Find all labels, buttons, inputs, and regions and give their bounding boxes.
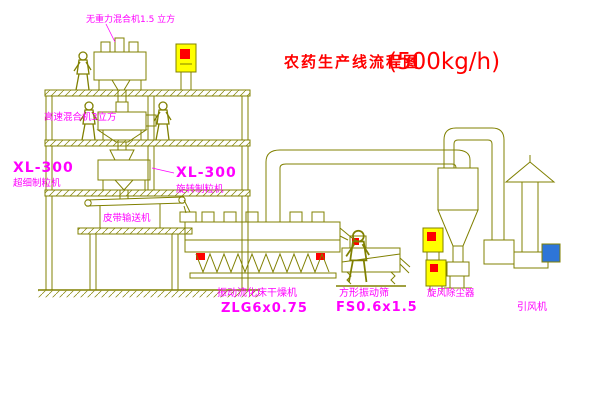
label-granulator-left-model: XL-300 xyxy=(13,160,74,176)
label-fan-name: 引风机 xyxy=(517,300,547,313)
fluid-bed-dryer xyxy=(179,211,353,279)
dryer-springs xyxy=(195,252,330,274)
leader-lines xyxy=(105,23,175,174)
worker-icon xyxy=(153,101,172,141)
cabinet-indicator xyxy=(430,264,438,272)
floor-beam-top xyxy=(44,89,251,97)
label-belt-conveyor: 皮带输送机 xyxy=(103,212,151,224)
mezzanine-beam xyxy=(77,227,193,235)
vibrating-sieve xyxy=(336,235,411,287)
label-high-speed-mixer: 高速混合机3立方 xyxy=(44,111,117,123)
floor-beam-low xyxy=(44,189,251,197)
exhaust-duct xyxy=(265,149,471,222)
control-cabinet-2 xyxy=(422,227,444,260)
high-speed-mixer xyxy=(96,101,157,150)
cyclone-outlet-duct xyxy=(443,127,505,240)
fan-motor xyxy=(541,243,561,263)
label-granulator-left-name: 超细制粒机 xyxy=(13,177,61,189)
cabinet-body xyxy=(425,259,447,287)
cabinet-indicator xyxy=(180,49,190,59)
control-cabinet-1 xyxy=(175,43,197,91)
label-cyclone-name: 旋风除尘器 xyxy=(427,287,475,299)
granulator xyxy=(97,149,151,199)
label-granulator-right-name: 旋转制粒机 xyxy=(176,183,224,195)
vibration-motor xyxy=(196,253,205,260)
title-text: 农药生产线流程图 xyxy=(283,53,420,71)
label-granulator-right-model: XL-300 xyxy=(176,165,237,181)
diagram-title: 农药生产线流程图 (500kg/h) xyxy=(283,49,500,75)
title-capacity: (500kg/h) xyxy=(388,49,500,75)
building-frame xyxy=(38,89,260,298)
label-dryer-name: 振动流化床干燥机 xyxy=(217,286,297,299)
worker-icon xyxy=(73,51,92,91)
gravity-mixer xyxy=(93,37,147,102)
control-cabinet-3 xyxy=(425,259,447,292)
line-work xyxy=(38,37,561,298)
belt-conveyor xyxy=(84,196,191,228)
cyclone-separator xyxy=(437,167,479,289)
induced-draft-fan xyxy=(483,155,561,269)
label-top-mixer: 无重力混合机1.5 立方 xyxy=(86,13,175,25)
label-sieve-name: 方形振动筛 xyxy=(339,286,389,299)
cabinet-indicator xyxy=(427,232,436,241)
label-sieve-model: FS0.6x1.5 xyxy=(336,300,418,315)
label-dryer-model: ZLG6x0.75 xyxy=(221,301,308,316)
equipment-labels: 无重力混合机1.5 立方 高速混合机3立方 XL-300 超细制粒机 XL-30… xyxy=(13,13,547,316)
floor-beam-mid xyxy=(44,139,251,147)
